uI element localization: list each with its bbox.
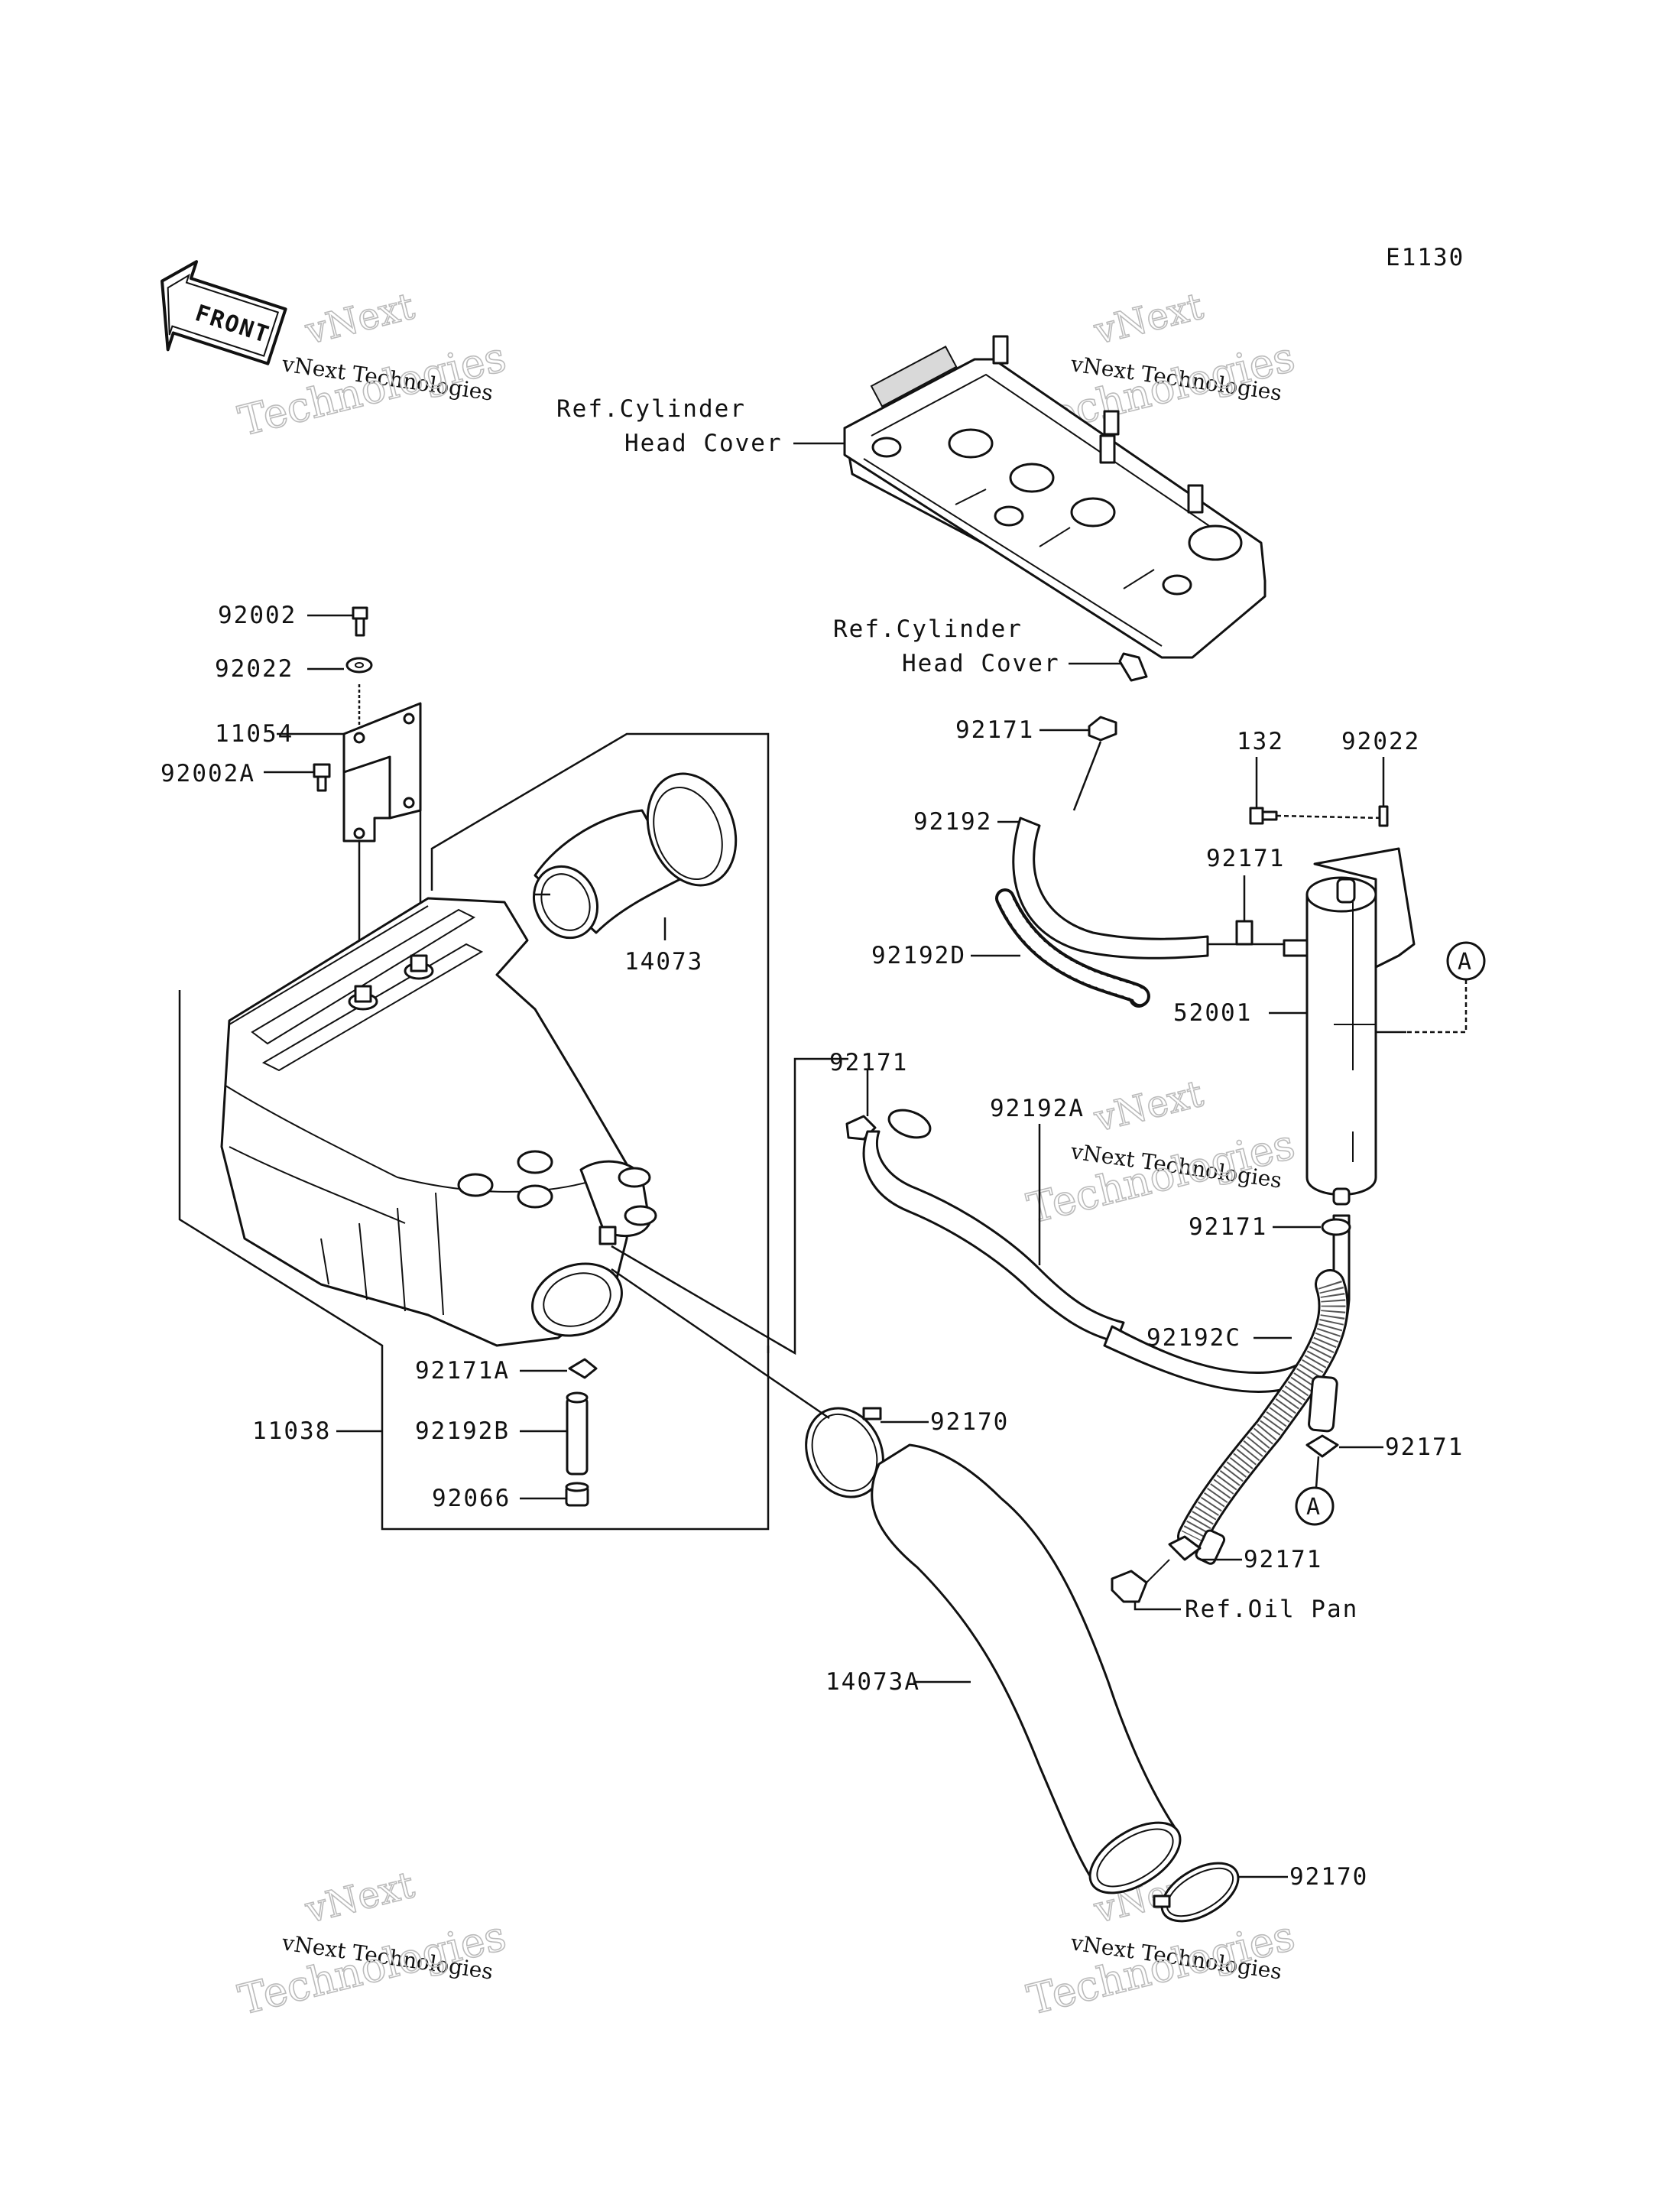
callout-a-top: A <box>1446 941 1486 981</box>
ref-label-head-cover-1b: Head Cover <box>624 430 783 457</box>
hose-canister-outlet-part <box>1103 1214 1351 1393</box>
svg-text:A: A <box>1306 1494 1320 1521</box>
air-duct-14073-part <box>532 772 738 940</box>
svg-text:vNext: vNext <box>300 284 418 352</box>
label-92171A: 92171A <box>415 1357 510 1385</box>
label-92170-bottom: 92170 <box>1289 1863 1368 1891</box>
label-92171-left: 92171 <box>829 1049 908 1076</box>
canister-52001-part <box>1283 847 1416 1206</box>
washer-92022-part <box>345 657 373 674</box>
clip-92171A-part <box>568 1358 598 1379</box>
svg-text:A: A <box>1458 949 1471 976</box>
label-92066: 92066 <box>432 1485 511 1512</box>
svg-text:vNext: vNext <box>1089 1072 1207 1140</box>
air-duct-14073A-part <box>871 1443 1182 1894</box>
label-132: 132 <box>1237 728 1284 755</box>
label-92170-top: 92170 <box>930 1408 1009 1436</box>
callout-a-bottom: A <box>1295 1486 1335 1526</box>
clip-92171-mid-part <box>1235 920 1254 946</box>
label-92171-mid: 92171 <box>1206 845 1285 872</box>
clip-92171-canister-part <box>1321 1218 1351 1236</box>
label-11054: 11054 <box>215 720 294 748</box>
label-14073A: 14073A <box>825 1668 920 1696</box>
label-92171-canister: 92171 <box>1189 1213 1267 1241</box>
label-92002A: 92002A <box>161 760 255 787</box>
diagram-code: E1130 <box>1386 244 1464 271</box>
ref-label-head-cover-2b: Head Cover <box>902 650 1060 677</box>
cap-92066-part <box>565 1482 589 1507</box>
label-92192B: 92192B <box>415 1417 510 1445</box>
svg-text:Technologies: Technologies <box>1023 1911 1299 2024</box>
label-92192C: 92192C <box>1146 1324 1241 1352</box>
label-92171-bottom: 92171 <box>1244 1546 1322 1573</box>
label-92192: 92192 <box>913 808 992 836</box>
ref-label-head-cover-2a: Ref.Cylinder <box>833 615 1023 643</box>
watermark-bottom-left: vNext vNext Technologies Technologies <box>233 1863 511 2025</box>
assembly-frame-11038 <box>178 732 770 1531</box>
bolt-92002A-part <box>313 763 331 792</box>
hose-92192C-part <box>1177 1269 1349 1565</box>
label-92022-right: 92022 <box>1341 728 1420 755</box>
label-92192A: 92192A <box>990 1095 1085 1122</box>
bracket-part <box>342 702 422 843</box>
label-14073: 14073 <box>624 948 703 976</box>
air-box-part <box>220 897 657 1347</box>
clamp-92170-bottom-part <box>1153 1862 1240 1923</box>
front-arrow-icon: FRONT <box>161 260 287 365</box>
bolt-132-part <box>1249 807 1278 825</box>
ref-label-oil-pan: Ref.Oil Pan <box>1185 1596 1358 1623</box>
clip-92171-bottom-part <box>1168 1535 1202 1561</box>
cylinder-head-cover-part <box>843 335 1266 682</box>
washer-92022-right-part <box>1378 805 1389 827</box>
clip-92171-right-part <box>1305 1434 1339 1458</box>
hose-92192D-part <box>995 888 1150 1008</box>
label-11038: 11038 <box>252 1417 331 1445</box>
svg-text:vNext: vNext <box>300 1863 418 1931</box>
label-52001: 52001 <box>1173 999 1252 1027</box>
svg-text:vNext: vNext <box>1089 284 1207 352</box>
watermark-bottom-right: vNext vNext Technologies Technologies <box>1022 1863 1300 2025</box>
label-92171-top: 92171 <box>955 716 1034 744</box>
ref-label-head-cover-1a: Ref.Cylinder <box>556 395 746 423</box>
label-92192D: 92192D <box>871 942 966 969</box>
label-92022-left: 92022 <box>215 655 294 683</box>
hose-92192-part <box>1012 817 1209 959</box>
bolt-92002-part <box>352 606 368 637</box>
label-92171-right: 92171 <box>1385 1433 1464 1461</box>
label-92002: 92002 <box>218 602 297 629</box>
hose-92192B-part <box>566 1391 589 1476</box>
clip-92171-top-part <box>1088 716 1117 742</box>
oil-pan-fitting-part <box>1111 1559 1170 1603</box>
svg-text:Technologies: Technologies <box>234 333 511 446</box>
svg-text:Technologies: Technologies <box>234 1911 511 2024</box>
